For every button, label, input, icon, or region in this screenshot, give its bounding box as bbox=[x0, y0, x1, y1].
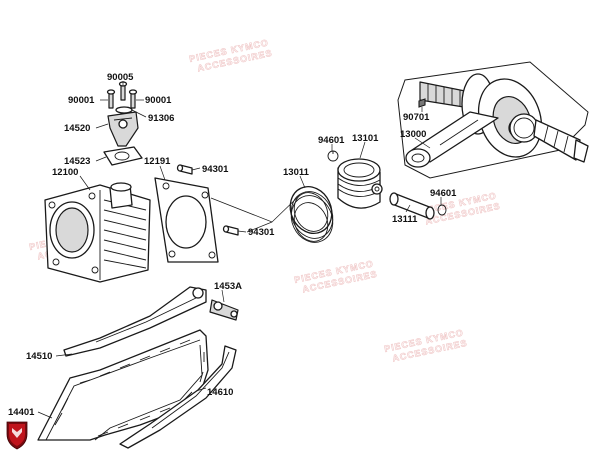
kymco-shield-logo-icon bbox=[6, 421, 28, 450]
cylinder-gasket bbox=[154, 177, 219, 263]
part-label: 1453A bbox=[214, 281, 242, 292]
part-label: 13000 bbox=[400, 129, 426, 140]
piston-pin bbox=[389, 192, 435, 220]
chain-guide-pivot bbox=[209, 299, 239, 321]
dowel-pin-94301-lower bbox=[222, 225, 239, 236]
bolt-90001-right bbox=[128, 89, 138, 109]
part-label: 13011 bbox=[283, 167, 310, 178]
part-labels: 90005 90001 90001 91306 14520 14523 1210… bbox=[8, 72, 457, 418]
piston bbox=[337, 158, 383, 209]
part-label: 12191 bbox=[144, 156, 171, 167]
chain-tensioner-guide bbox=[63, 286, 207, 357]
dowel-pin-94301-upper bbox=[176, 164, 193, 175]
part-label: 90005 bbox=[107, 72, 134, 83]
part-label: 94601 bbox=[430, 188, 457, 199]
part-label: 14610 bbox=[207, 387, 233, 398]
part-label: 14520 bbox=[64, 123, 90, 134]
piston-ring-set bbox=[289, 186, 334, 243]
part-label: 90001 bbox=[145, 95, 172, 106]
part-label: 13101 bbox=[352, 133, 379, 144]
part-label: 94601 bbox=[318, 135, 345, 146]
cam-chain bbox=[37, 329, 209, 441]
part-label: 90701 bbox=[403, 112, 430, 123]
cylinder bbox=[44, 182, 151, 283]
o-ring-91306 bbox=[115, 106, 133, 114]
crankshaft-assembly bbox=[397, 61, 589, 179]
bolt-90001-left bbox=[106, 89, 116, 109]
pin-90701 bbox=[418, 98, 426, 108]
part-label: 14401 bbox=[8, 407, 35, 418]
part-label: 94301 bbox=[202, 164, 229, 175]
part-label: 14523 bbox=[64, 156, 90, 167]
tensioner-gasket bbox=[103, 146, 143, 166]
part-label: 90001 bbox=[68, 95, 95, 106]
leader-lines bbox=[37, 81, 442, 419]
chain-guide-roller bbox=[119, 345, 237, 449]
part-label: 12100 bbox=[52, 167, 78, 178]
part-label: 14510 bbox=[26, 351, 52, 362]
part-label: 13111 bbox=[392, 214, 418, 225]
part-label: 94301 bbox=[248, 227, 275, 238]
cam-chain-tensioner bbox=[107, 111, 139, 147]
part-label: 91306 bbox=[148, 113, 174, 124]
circlip-94601-right bbox=[437, 204, 447, 216]
